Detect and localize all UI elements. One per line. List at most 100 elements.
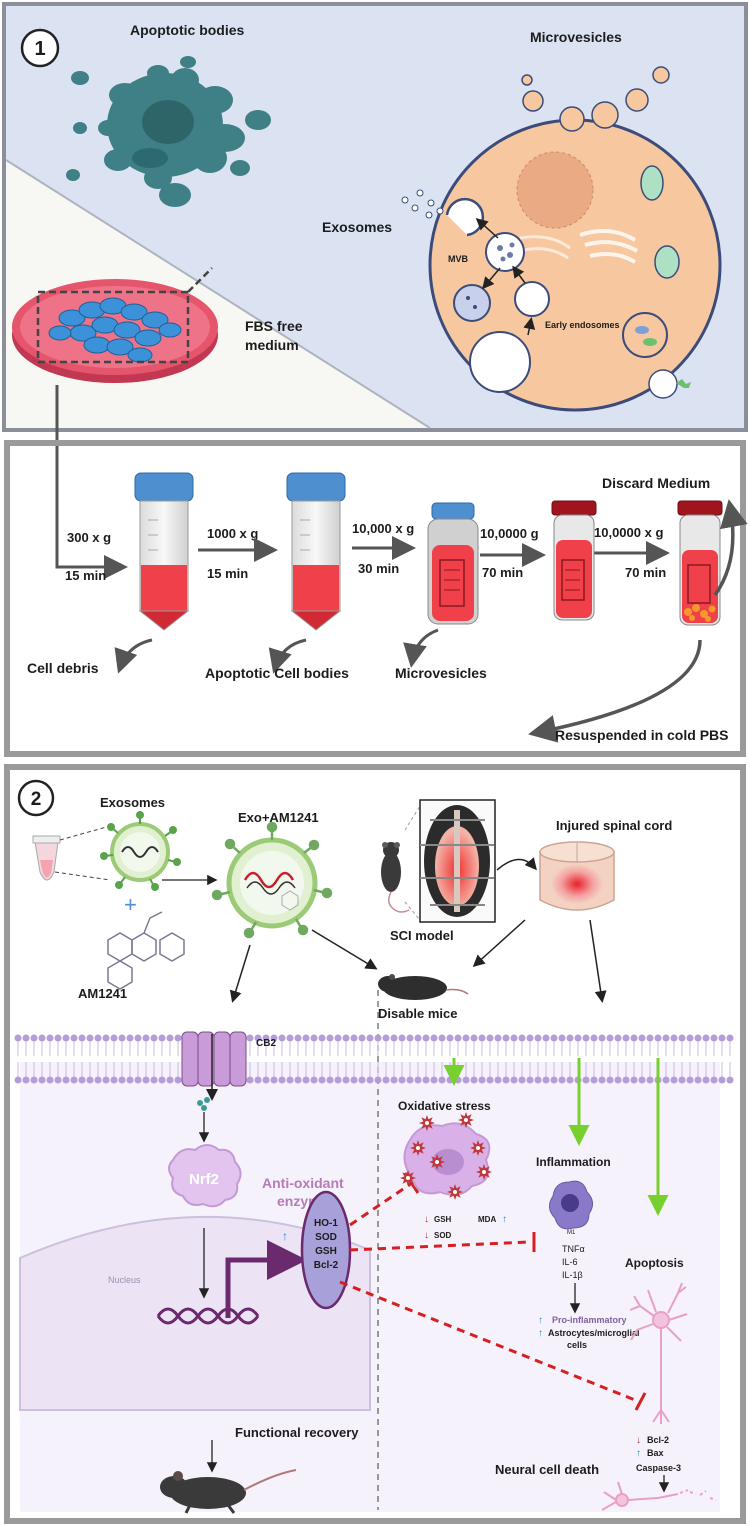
petri-dish-icon (12, 267, 218, 383)
arrow-apoptotic (268, 638, 307, 674)
step-3-time: 30 min (358, 561, 399, 576)
dna-icon (156, 1307, 260, 1325)
panel-1: 1 Apoptotic bodies Microvesicles Exosome… (2, 2, 748, 432)
step-2-time: 15 min (207, 566, 248, 581)
label-bax: Bax (647, 1448, 664, 1458)
svg-text:GSH: GSH (315, 1246, 337, 1257)
tube-1-icon (134, 472, 194, 631)
svg-text:1: 1 (34, 38, 45, 60)
tube-2-icon (286, 472, 346, 631)
output-cell-debris: Cell debris (27, 660, 99, 676)
label-cb2: CB2 (256, 1038, 276, 1049)
label-microvesicles: Microvesicles (530, 29, 622, 45)
panel-number-2: 2 (17, 779, 55, 817)
dying-neuron-icon (601, 1481, 717, 1511)
label-il1b: IL-1β (562, 1270, 583, 1280)
oxidative-cell-icon (403, 1122, 491, 1196)
plus-sign: + (124, 892, 137, 917)
arrow-cell-debris (114, 638, 153, 674)
label-apoptosis: Apoptosis (625, 1256, 684, 1270)
ros-star-icons (400, 1112, 492, 1200)
svg-text:HO-1: HO-1 (314, 1218, 338, 1229)
svg-text:↓: ↓ (424, 1230, 429, 1241)
am1241-molecule-icon (107, 911, 185, 990)
label-tnfa: TNFα (562, 1244, 585, 1254)
svg-text:↑: ↑ (502, 1214, 507, 1225)
label-early-endosomes: Early endosomes (545, 320, 620, 330)
spinal-cord-icon (539, 841, 615, 911)
arrow-discard (713, 499, 748, 597)
label-discard-medium: Discard Medium (602, 475, 710, 491)
svg-text:↓: ↓ (636, 1435, 641, 1446)
step-5-force: 10,0000 x g (594, 525, 663, 540)
up-arrow-icon: ↑ (282, 1229, 288, 1243)
arrow-resuspend (528, 639, 702, 743)
label-medium: medium (245, 337, 299, 353)
disabled-mouse-icon (378, 974, 469, 1000)
label-bcl2: Bcl-2 (647, 1435, 669, 1445)
label-neural-cell-death: Neural cell death (495, 1462, 599, 1477)
panel-number-1: 1 (20, 28, 60, 68)
label-mvb: MVB (448, 254, 469, 264)
svg-text:Nrf2: Nrf2 (189, 1171, 219, 1188)
label-pro-inflammatory: Pro-inflammatory (552, 1315, 627, 1325)
label-sod: SOD (434, 1231, 452, 1240)
svg-text:↓: ↓ (424, 1214, 429, 1225)
tube-4-icon (551, 500, 597, 621)
step-2-force: 1000 x g (207, 526, 258, 541)
svg-text:↑: ↑ (636, 1448, 641, 1459)
eppendorf-tube-icon (32, 835, 61, 881)
step-3-force: 10,000 x g (352, 521, 414, 536)
label-exosomes-2: Exosomes (100, 795, 165, 810)
tube-3-icon (427, 502, 479, 625)
label-antioxidant-1: Anti-oxidant (262, 1175, 344, 1191)
label-am1241: AM1241 (78, 986, 127, 1001)
centrifuge-panel: 300 x g 15 min 1000 x g 15 min 10,000 x … (4, 440, 748, 757)
label-apoptotic-bodies: Apoptotic bodies (130, 22, 245, 38)
label-astrocytes: Astrocytes/microglial (548, 1328, 640, 1338)
label-il6: IL-6 (562, 1257, 578, 1267)
enzymes-oval: HO-1 SOD GSH Bcl-2 (300, 1190, 352, 1310)
inhibition-lines (339, 1181, 641, 1404)
label-oxidative-stress: Oxidative stress (398, 1099, 491, 1113)
label-caspase3: Caspase-3 (636, 1463, 681, 1473)
label-functional-recovery: Functional recovery (235, 1425, 359, 1440)
label-gsh: GSH (434, 1215, 452, 1224)
step-4-force: 10,0000 g (480, 526, 539, 541)
svg-text:↑: ↑ (538, 1328, 543, 1339)
expression-arrow (225, 1240, 307, 1318)
label-fbs-free: FBS free (245, 318, 303, 334)
step-5-time: 70 min (625, 565, 666, 580)
label-sci-model: SCI model (390, 928, 454, 943)
label-exo-am1241: Exo+AM1241 (238, 810, 319, 825)
cb2-receptor-icon (181, 1031, 247, 1087)
label-injured-spinal-cord: Injured spinal cord (556, 818, 672, 833)
mouse-small-icon (381, 842, 410, 913)
step-4-time: 70 min (482, 565, 523, 580)
exosome-icon (100, 811, 181, 891)
label-disable-mice: Disable mice (378, 1006, 458, 1021)
label-m1: M1 (567, 1230, 576, 1236)
label-exosomes: Exosomes (322, 219, 392, 235)
nrf2-icon: Nrf2 (168, 1144, 242, 1208)
svg-text:Bcl-2: Bcl-2 (314, 1260, 339, 1271)
exo-am1241-icon (211, 821, 333, 939)
svg-text:2: 2 (31, 789, 42, 810)
cell-membrane (14, 1034, 734, 1084)
output-microvesicles: Microvesicles (395, 665, 487, 681)
apoptotic-body-icon (66, 56, 271, 207)
label-resuspended: Resuspended in cold PBS (555, 727, 728, 743)
sci-model-icon (419, 799, 496, 923)
healthy-mouse-icon (160, 1469, 297, 1514)
label-mda: MDA (478, 1215, 496, 1224)
m1-macrophage-icon (549, 1180, 593, 1230)
step-1-time: 15 min (65, 568, 106, 583)
step-1-force: 300 x g (67, 530, 111, 545)
label-nucleus: Nucleus (108, 1275, 141, 1285)
panel-2: 2 Exosomes + (4, 764, 746, 1524)
svg-text:↑: ↑ (538, 1315, 543, 1326)
arrow-microvesicles (403, 628, 439, 668)
cell-diagram (401, 66, 722, 412)
tube-5-icon (677, 500, 723, 626)
